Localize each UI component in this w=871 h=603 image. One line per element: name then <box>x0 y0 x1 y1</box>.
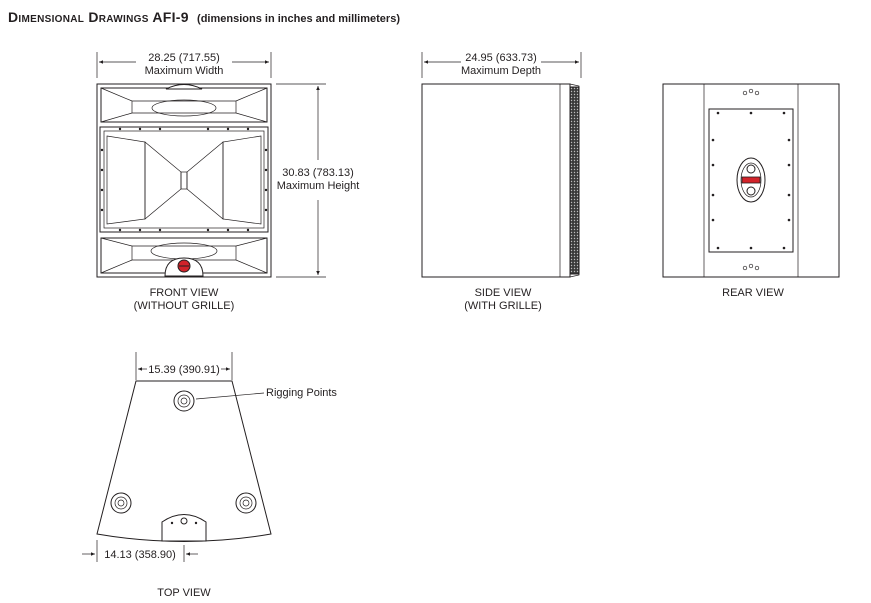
front-view: 28.25 (717.55) Maximum Width 30.83 (783.… <box>96 52 360 312</box>
rigging-leader-line <box>195 392 265 400</box>
rear-top-rigging-points <box>742 88 760 96</box>
side-view-caption-line2: (WITH GRILLE) <box>464 300 542 312</box>
lower-driver-oval <box>150 242 218 260</box>
main-horn-screws <box>100 127 268 232</box>
page-title: Dimensional Drawings AFI-9 (dimensions i… <box>8 9 400 25</box>
rear-connector-inner-oval <box>740 162 762 198</box>
rear-plate-screws <box>711 111 791 250</box>
main-horn-inner-frame <box>103 130 265 229</box>
rear-input-plate <box>708 108 794 253</box>
horn-left-outer-panel <box>106 135 146 225</box>
top-handle-bump <box>161 514 207 542</box>
main-horn-frame <box>99 126 269 233</box>
top-handle-screw-left <box>170 521 174 525</box>
top-rigging-point-center <box>173 390 195 412</box>
side-view: 24.95 (633.73) Maximum Depth SIDE VIEW (… <box>421 52 582 312</box>
side-view-caption-line1: SIDE VIEW <box>475 287 532 299</box>
top-rigging-point-right <box>235 492 257 514</box>
rear-link-connector <box>746 186 756 196</box>
side-cabinet-outline <box>421 83 571 278</box>
top-view-caption: TOP VIEW <box>157 587 211 599</box>
rear-logo-badge <box>741 176 761 184</box>
depth-value: 24.95 (633.73) <box>465 52 537 64</box>
side-grille <box>569 86 580 275</box>
height-value: 30.83 (783.13) <box>282 167 354 179</box>
page-title-subtitle: (dimensions in inches and millimeters) <box>197 13 400 25</box>
upper-horn-frame <box>100 87 268 123</box>
rear-input-connector <box>746 164 756 174</box>
top-rigging-point-left <box>110 492 132 514</box>
upper-driver-oval <box>151 99 217 117</box>
page-title-main: Dimensional Drawings AFI-9 <box>8 9 189 25</box>
rear-view: REAR VIEW <box>662 83 840 299</box>
width-value: 28.25 (717.55) <box>148 52 220 64</box>
rear-view-caption: REAR VIEW <box>722 287 784 299</box>
horn-right-inner-panel <box>186 141 224 220</box>
upper-horn-flare-top <box>100 87 268 102</box>
rigging-label: Rigging Points <box>266 387 337 399</box>
top-handle-screw-right <box>194 521 198 525</box>
width-label: Maximum Width <box>145 65 224 77</box>
top-view: 15.39 (390.91) Rigging Points <box>82 352 337 599</box>
depth-label: Maximum Depth <box>461 65 541 77</box>
horn-left-inner-panel <box>144 141 182 220</box>
bottom-width-value: 14.13 (358.90) <box>104 549 176 561</box>
lower-horn-flare-top <box>100 237 268 247</box>
height-label: Maximum Height <box>277 180 360 192</box>
side-grille-edge <box>569 83 580 278</box>
top-handle-hole <box>180 517 188 525</box>
horn-right-outer-panel <box>222 135 262 225</box>
upper-horn-flare-bottom <box>100 112 268 123</box>
rear-cabinet-outline <box>662 83 840 278</box>
rear-bottom-rigging-points <box>742 263 760 271</box>
front-view-caption-line1: FRONT VIEW <box>150 287 219 299</box>
top-width-value: 15.39 (390.91) <box>148 364 220 376</box>
front-view-caption-line2: (WITHOUT GRILLE) <box>134 300 235 312</box>
horn-throat <box>180 171 188 190</box>
upper-handle-bump <box>165 84 203 90</box>
rear-connector-oval <box>736 157 766 203</box>
